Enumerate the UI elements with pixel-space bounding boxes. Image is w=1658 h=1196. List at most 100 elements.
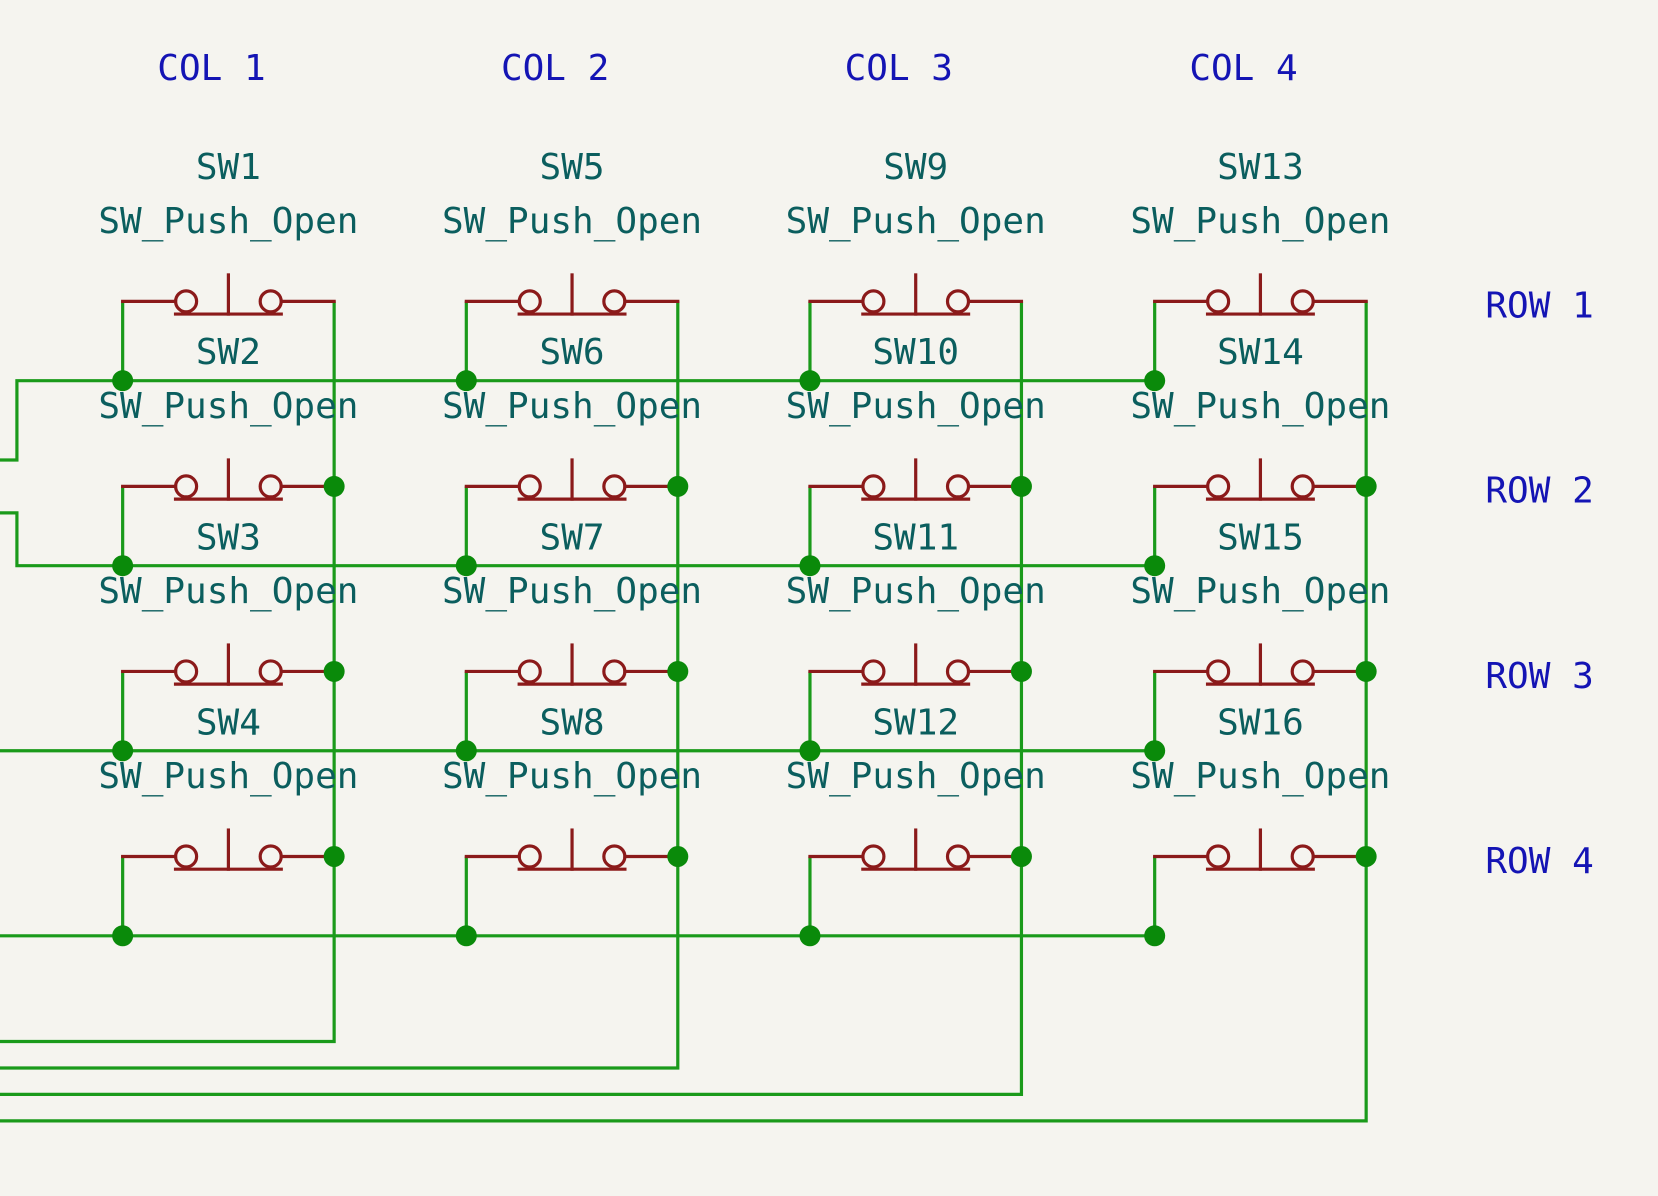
switch-contact bbox=[174, 844, 199, 869]
switch-symbol bbox=[121, 828, 336, 871]
column-label-4: COL 4 bbox=[1189, 48, 1297, 89]
switch-contact bbox=[1290, 659, 1315, 684]
wire-junction bbox=[1355, 660, 1377, 682]
switch-contact bbox=[517, 659, 542, 684]
switch-contact bbox=[602, 474, 627, 499]
wire-junction bbox=[112, 370, 134, 392]
column-label-1: COL 1 bbox=[157, 48, 265, 89]
switch-contact bbox=[1290, 844, 1315, 869]
switch-contact bbox=[861, 659, 886, 684]
column-wire-4 bbox=[0, 301, 1368, 1123]
wire-junction bbox=[323, 475, 345, 497]
switch-ref-label: SW9 bbox=[883, 147, 948, 188]
switch-contact bbox=[517, 289, 542, 314]
switch-contact bbox=[1206, 289, 1231, 314]
switch-value-label: SW_Push_Open bbox=[1130, 386, 1390, 427]
switch-contact bbox=[1206, 659, 1231, 684]
switch-value-label: SW_Push_Open bbox=[442, 201, 702, 242]
switch-symbol bbox=[808, 643, 1024, 686]
switch-ref-label: SW16 bbox=[1217, 702, 1304, 743]
wire-junction bbox=[1355, 475, 1377, 497]
switch-ref-label: SW2 bbox=[196, 332, 261, 373]
switch-contact bbox=[945, 289, 971, 314]
switch-value-label: SW_Push_Open bbox=[786, 756, 1046, 797]
switch-ref-label: SW6 bbox=[540, 332, 605, 373]
wire-junction bbox=[455, 740, 477, 762]
wire-junction bbox=[1144, 555, 1166, 577]
wire-junction bbox=[1144, 925, 1166, 947]
switch-contact bbox=[1206, 844, 1231, 869]
switch-value-label: SW_Push_Open bbox=[98, 386, 358, 427]
switch-symbol bbox=[1153, 643, 1368, 686]
switch-ref-label: SW12 bbox=[872, 702, 959, 743]
row-label-1: ROW 1 bbox=[1485, 286, 1593, 327]
wire-junction bbox=[112, 555, 134, 577]
column-label-2: COL 2 bbox=[501, 48, 609, 89]
wire-junction bbox=[667, 475, 689, 497]
wire-junction bbox=[799, 555, 821, 577]
switch-contact bbox=[258, 659, 283, 684]
wire-junction bbox=[1355, 845, 1377, 867]
switch-value-label: SW_Push_Open bbox=[442, 386, 702, 427]
wire-junction bbox=[1010, 475, 1032, 497]
switch-value-label: SW_Push_Open bbox=[786, 386, 1046, 427]
switch-contact bbox=[258, 289, 283, 314]
switch-contact bbox=[945, 659, 971, 684]
switch-contact bbox=[517, 844, 542, 869]
switch-symbol bbox=[464, 828, 680, 871]
junctions-layer bbox=[112, 370, 1377, 947]
switch-contact bbox=[258, 474, 283, 499]
switch-contact bbox=[517, 474, 542, 499]
switch-symbol bbox=[121, 643, 336, 686]
switch-ref-label: SW13 bbox=[1217, 147, 1304, 188]
switch-contact bbox=[174, 659, 199, 684]
switch-contact bbox=[1290, 474, 1315, 499]
column-wire-3 bbox=[0, 301, 1024, 1097]
wire-junction bbox=[667, 660, 689, 682]
switch-contact bbox=[1290, 289, 1315, 314]
switch-value-label: SW_Push_Open bbox=[98, 571, 358, 612]
column-label-3: COL 3 bbox=[845, 48, 953, 89]
row-feed-1 bbox=[0, 379, 123, 462]
switch-contact bbox=[861, 474, 886, 499]
switch-contact bbox=[945, 844, 971, 869]
switch-value-label: SW_Push_Open bbox=[98, 201, 358, 242]
wire-junction bbox=[323, 660, 345, 682]
wire-junction bbox=[455, 370, 477, 392]
row-label-3: ROW 3 bbox=[1485, 656, 1593, 697]
switch-value-label: SW_Push_Open bbox=[786, 571, 1046, 612]
wire-junction bbox=[667, 845, 689, 867]
switch-value-label: SW_Push_Open bbox=[786, 201, 1046, 242]
switch-symbol bbox=[121, 273, 336, 316]
wire-junction bbox=[455, 555, 477, 577]
switch-contact bbox=[861, 844, 886, 869]
row-label-2: ROW 2 bbox=[1485, 471, 1593, 512]
switch-value-label: SW_Push_Open bbox=[1130, 571, 1390, 612]
wire-junction bbox=[1144, 370, 1166, 392]
switch-contact bbox=[602, 844, 627, 869]
switch-contact bbox=[258, 844, 283, 869]
switch-ref-label: SW11 bbox=[872, 517, 959, 558]
column-wire-1 bbox=[0, 301, 336, 1044]
wire-junction bbox=[1144, 740, 1166, 762]
switch-symbol bbox=[1153, 273, 1368, 316]
switch-contact bbox=[174, 289, 199, 314]
switch-contact bbox=[602, 659, 627, 684]
switch-ref-label: SW14 bbox=[1217, 332, 1304, 373]
switch-ref-label: SW1 bbox=[196, 147, 261, 188]
wire-junction bbox=[1010, 845, 1032, 867]
switch-ref-label: SW5 bbox=[540, 147, 605, 188]
switch-symbol bbox=[464, 643, 680, 686]
switch-value-label: SW_Push_Open bbox=[1130, 201, 1390, 242]
wire-junction bbox=[112, 925, 134, 947]
switch-ref-label: SW10 bbox=[872, 332, 959, 373]
switch-contact bbox=[602, 289, 627, 314]
wire-junction bbox=[799, 740, 821, 762]
wire-junction bbox=[112, 740, 134, 762]
switch-contact bbox=[861, 289, 886, 314]
switch-contact bbox=[1206, 474, 1231, 499]
switch-symbol bbox=[464, 273, 680, 316]
wire-junction bbox=[799, 370, 821, 392]
